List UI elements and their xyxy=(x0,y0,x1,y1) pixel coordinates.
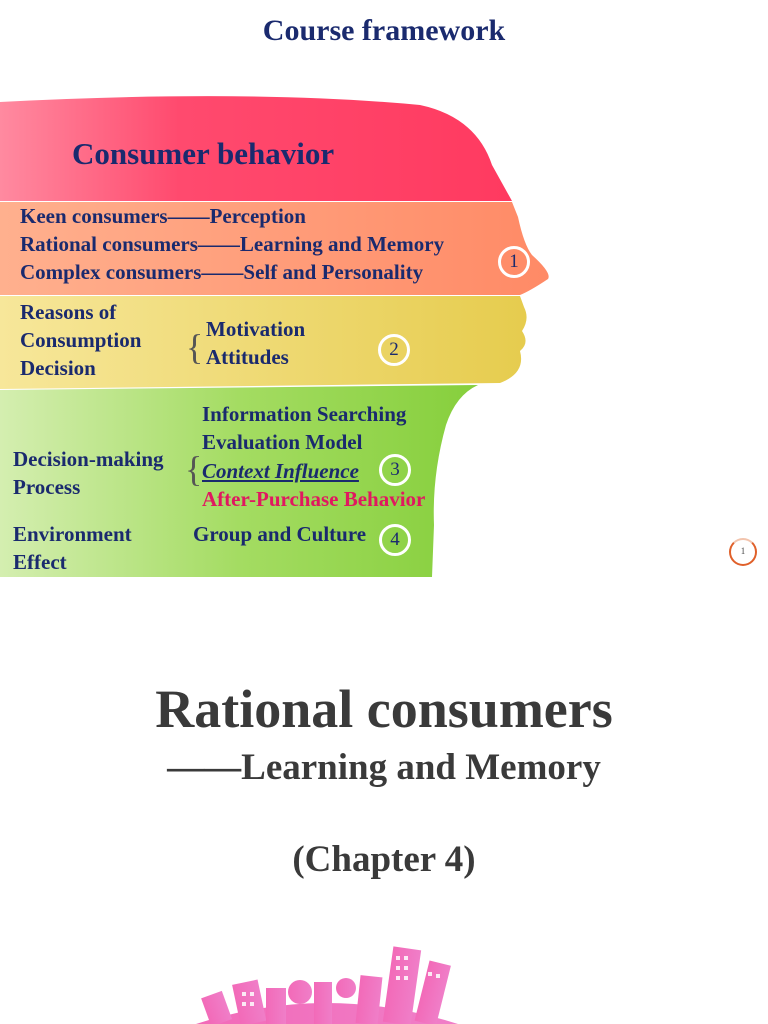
row1-line-1: Keen consumers——Perception xyxy=(20,204,306,228)
row3-item-4: After-Purchase Behavior xyxy=(202,487,426,511)
slide2-title: Rational consumers xyxy=(155,679,613,739)
head-title: Consumer behavior xyxy=(72,136,335,171)
row4-right: Group and Culture xyxy=(193,522,367,546)
row4-left-line-2: Effect xyxy=(13,550,67,574)
slide2-subtitle: ——Learning and Memory xyxy=(167,747,601,788)
slide-title: Course framework xyxy=(262,14,506,47)
head-band-salmon xyxy=(0,202,549,295)
row2-right-line-1: Motivation xyxy=(206,317,306,341)
brace-row2: { xyxy=(186,327,204,367)
head-band-green xyxy=(0,385,478,577)
city-skyline-graphic xyxy=(196,946,458,1024)
number-badge-4: 4 xyxy=(379,524,411,556)
row1-line-3: Complex consumers——Self and Personality xyxy=(20,260,424,284)
row3-left-line-1: Decision-making xyxy=(13,447,164,471)
row3-item-3: Context Influence xyxy=(202,459,359,483)
number-badge-3: 3 xyxy=(379,454,411,486)
head-band-red xyxy=(0,96,512,201)
number-badge-1: 1 xyxy=(498,246,530,278)
row3-left-line-2: Process xyxy=(13,475,81,499)
row2-left-line-3: Decision xyxy=(20,356,96,380)
row3-item-1: Information Searching xyxy=(202,402,407,426)
row4-left-line-1: Environment xyxy=(13,522,132,546)
row2-left-line-2: Consumption xyxy=(20,328,142,352)
row2-left-line-1: Reasons of xyxy=(20,300,117,324)
head-silhouette-graphic xyxy=(0,96,549,577)
row2-right-line-2: Attitudes xyxy=(206,345,289,369)
row1-line-2: Rational consumers——Learning and Memory xyxy=(20,232,445,256)
number-badge-2: 2 xyxy=(378,334,410,366)
page-number-badge: 1 xyxy=(729,538,757,566)
slide2-chapter: (Chapter 4) xyxy=(292,839,476,880)
brace-row3: { xyxy=(185,449,203,489)
row3-item-2: Evaluation Model xyxy=(202,430,363,454)
